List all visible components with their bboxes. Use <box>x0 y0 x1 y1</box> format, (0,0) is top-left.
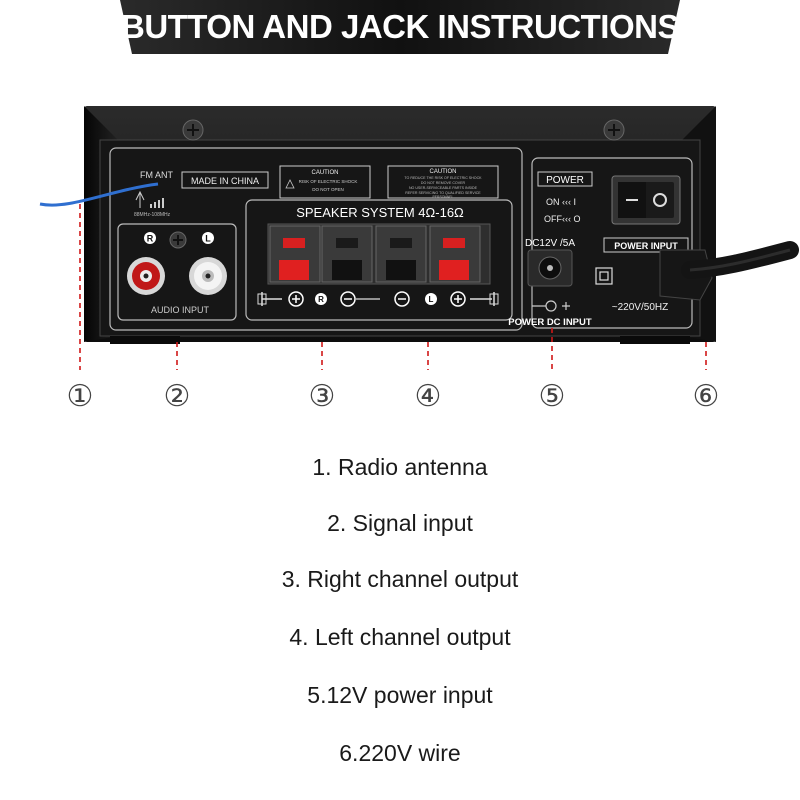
audio-input-panel: R L AUDIO INPUT <box>117 223 237 321</box>
legend-item-3: 3. Right channel output <box>281 566 519 592</box>
callout-3: ③ <box>309 380 336 413</box>
legend-item-2: 2. Signal input <box>327 510 473 536</box>
legend-item-1: 1. Radio antenna <box>312 454 488 480</box>
screw-icon <box>182 119 204 141</box>
callout-6: ⑥ <box>693 380 720 413</box>
callout-leaders <box>79 204 707 370</box>
power-rocker-switch[interactable] <box>611 175 681 225</box>
speaker-terminal-r-minus[interactable] <box>321 225 373 283</box>
title-banner: BUTTON AND JACK INSTRUCTIONS <box>120 0 680 60</box>
svg-text:RISK OF ELECTRIC SHOCK: RISK OF ELECTRIC SHOCK <box>299 179 358 184</box>
svg-text:CAUTION: CAUTION <box>312 170 339 176</box>
power-input-label-box <box>603 237 689 253</box>
rca-r-label: R <box>147 234 154 244</box>
power-dc-input-label: POWER DC INPUT <box>508 317 592 328</box>
power-input-label: POWER INPUT <box>614 241 678 251</box>
rca-l-label: L <box>205 234 211 244</box>
power-label: POWER <box>546 175 584 186</box>
svg-text:TO REDUCE THE RISK OF ELECTRIC: TO REDUCE THE RISK OF ELECTRIC SHOCK <box>404 176 482 180</box>
callout-5: ⑤ <box>539 380 566 413</box>
svg-text:NO USER-SERVICEABLE PARTS INSI: NO USER-SERVICEABLE PARTS INSIDE <box>409 186 478 190</box>
callout-4: ④ <box>415 380 442 413</box>
audio-input-label: AUDIO INPUT <box>151 305 210 315</box>
legend-item-6: 6.220V wire <box>339 740 461 766</box>
frequency-range-label: 88MHz-108MHz <box>134 212 171 218</box>
svg-text:DO NOT OPEN: DO NOT OPEN <box>312 187 343 192</box>
banner-background <box>120 0 680 54</box>
fm-ant-label: FM ANT <box>140 170 174 180</box>
amplifier-back-panel: FM ANT 88MHz-108MHz MADE IN CHINA CAUTIO… <box>0 100 800 420</box>
svg-text:DO NOT REMOVE COVER: DO NOT REMOVE COVER <box>421 181 466 185</box>
antenna-signal-icon <box>135 190 164 208</box>
off-label: OFF‹‹‹ O <box>544 214 581 224</box>
foot <box>110 336 180 344</box>
rca-jack-white[interactable] <box>189 257 227 295</box>
caution-label-right: CAUTION TO REDUCE THE RISK OF ELECTRIC S… <box>387 165 499 199</box>
speaker-terminal-l-minus[interactable] <box>375 225 427 283</box>
dc-polarity-icon <box>532 300 570 312</box>
svg-text:REFER SERVICING TO QUALIFIED S: REFER SERVICING TO QUALIFIED SERVICE <box>405 191 481 195</box>
legend-item-4: 4. Left channel output <box>289 624 511 650</box>
speaker-r-label: R <box>318 295 324 304</box>
on-label: ON ‹‹‹ I <box>546 197 576 207</box>
power-label-box <box>537 171 593 187</box>
speaker-polarity-markings <box>257 291 499 307</box>
ac-power-cord <box>659 241 799 301</box>
callout-1: ① <box>67 380 94 413</box>
svg-text:PERSONNEL: PERSONNEL <box>433 195 454 199</box>
dc-power-jack[interactable] <box>527 249 573 287</box>
speaker-l-label: L <box>429 295 434 304</box>
screw-icon <box>603 119 625 141</box>
antenna-wire <box>39 182 159 207</box>
double-insulation-icon <box>595 267 613 285</box>
caution-label-left: CAUTION RISK OF ELECTRIC SHOCK DO NOT OP… <box>279 165 371 199</box>
speaker-system-label: SPEAKER SYSTEM 4Ω-16Ω <box>296 205 464 220</box>
speaker-terminal-r-plus[interactable] <box>269 225 321 283</box>
banner-title: BUTTON AND JACK INSTRUCTIONS <box>120 8 680 45</box>
rca-jack-red[interactable] <box>127 257 165 295</box>
amplifier-illustration: FM ANT 88MHz-108MHz MADE IN CHINA CAUTIO… <box>39 106 799 413</box>
speaker-terminal-l-plus[interactable] <box>429 225 481 283</box>
ac-rating-label: ~220V/50HZ <box>612 302 668 313</box>
legend-item-5: 5.12V power input <box>307 682 493 708</box>
screw-icon <box>169 231 187 249</box>
dc-rating-label: DC12V /5A <box>525 238 575 249</box>
made-in-china-box <box>181 171 269 189</box>
svg-text:CAUTION: CAUTION <box>430 169 457 175</box>
callout-2: ② <box>164 380 191 413</box>
foot <box>620 336 690 344</box>
made-in-china-label: MADE IN CHINA <box>191 176 259 186</box>
